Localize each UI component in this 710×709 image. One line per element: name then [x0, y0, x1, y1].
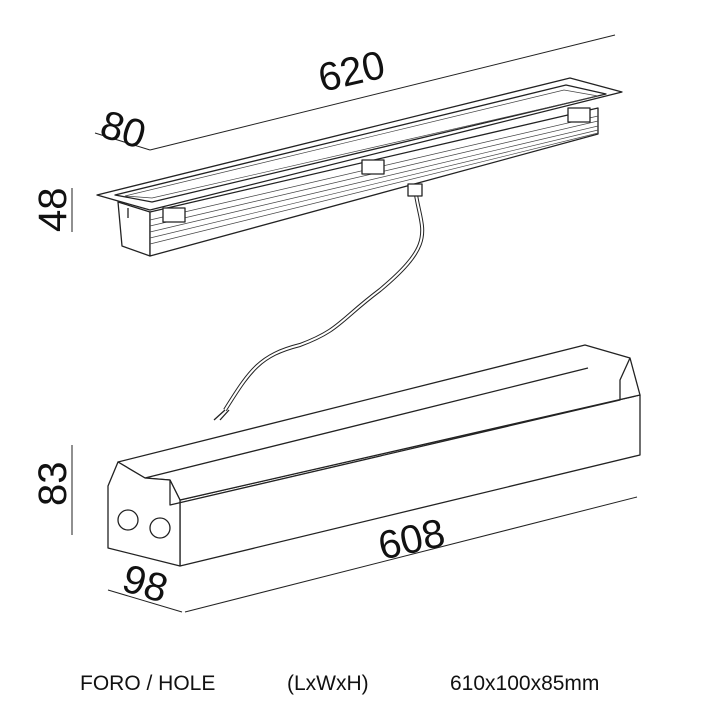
caption-format: (LxWxH) — [287, 672, 369, 695]
dim-fixture-width: 80 — [95, 103, 150, 158]
dim-box-length: 608 — [374, 511, 449, 569]
dim-box-height: 83 — [31, 462, 75, 507]
light-fixture — [96, 77, 623, 257]
dim-fixture-height: 48 — [31, 188, 75, 233]
dim-fixture-length: 620 — [314, 43, 389, 101]
dimension-lines — [71, 34, 638, 613]
caption-label: FORO / HOLE — [80, 672, 216, 695]
recessed-box — [107, 344, 641, 567]
dim-box-width: 98 — [117, 557, 172, 612]
cable — [213, 183, 425, 421]
caption-value: 610x100x85mm — [450, 672, 600, 695]
